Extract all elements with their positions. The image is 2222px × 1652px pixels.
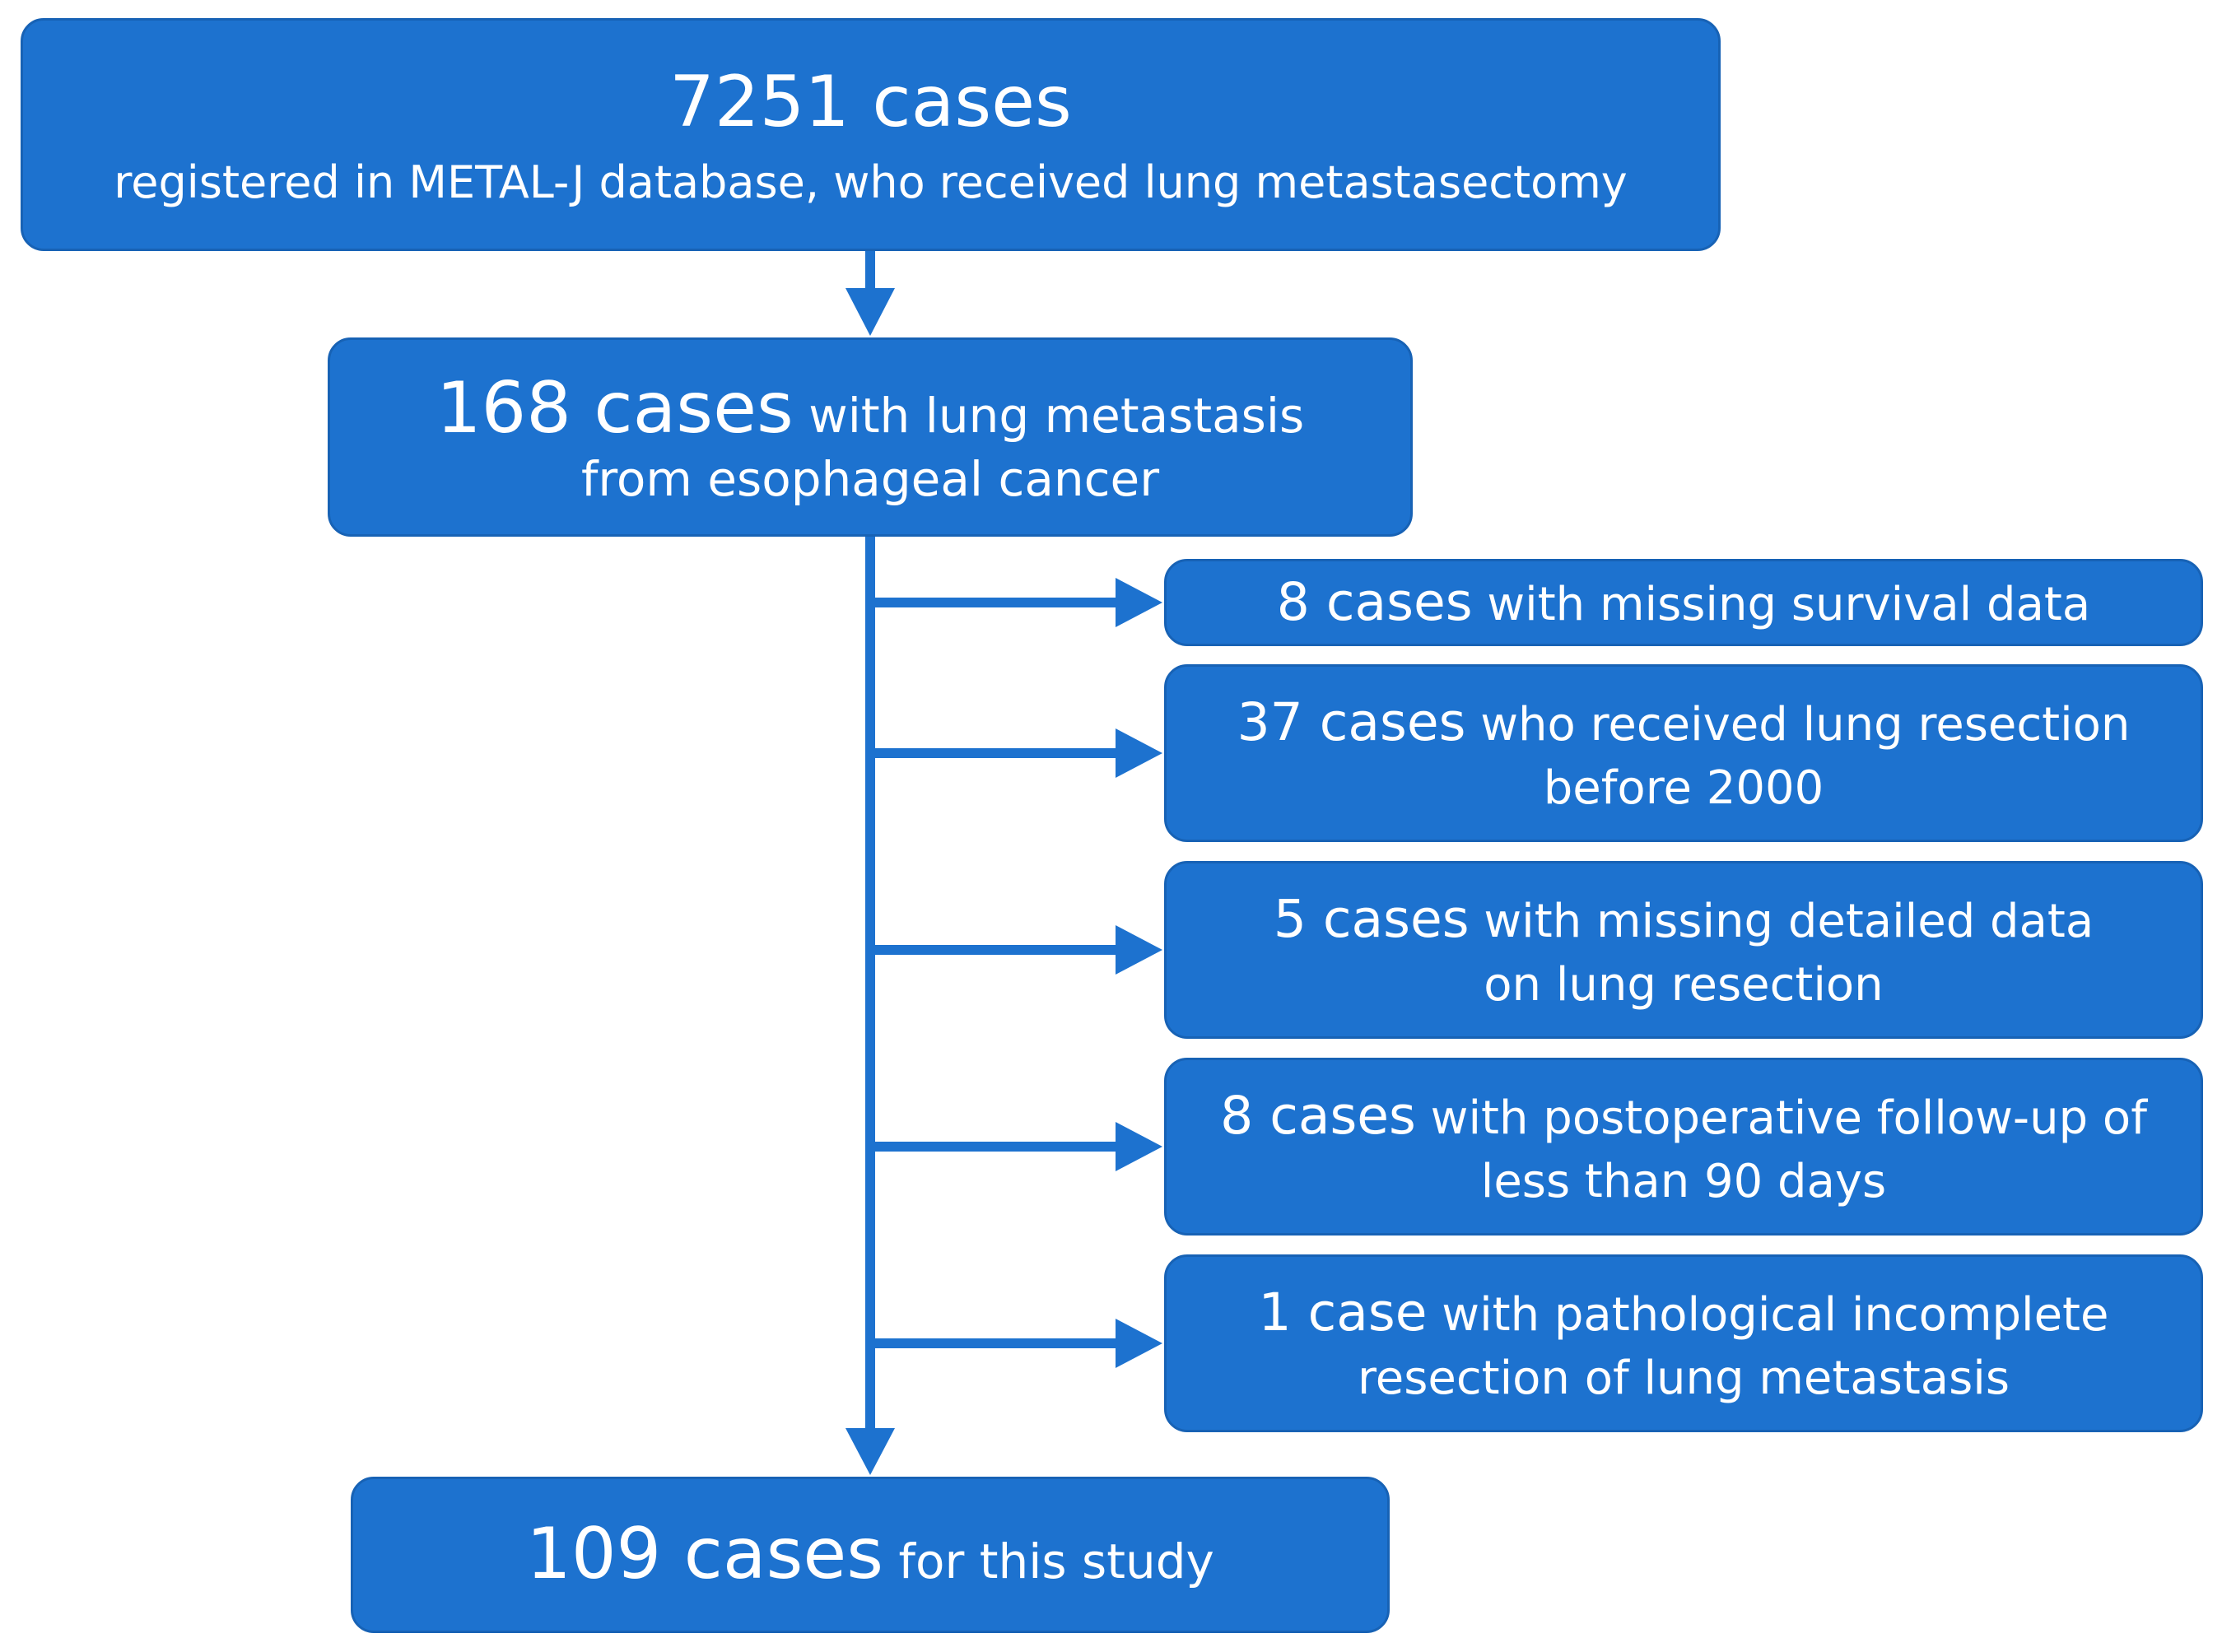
exclusion-line1: who received lung resection (1465, 697, 2131, 752)
arrowhead-right-4 (1116, 1319, 1162, 1368)
box-exclusion-short-followup: 8 cases with postoperative follow-up of … (1164, 1058, 2203, 1236)
exclusion-count: 5 cases (1273, 888, 1470, 949)
exclusion-count: 8 cases (1220, 1085, 1416, 1146)
exclusion-line1: with pathological incomplete (1427, 1287, 2109, 1342)
exclusion-line1: with missing survival data (1472, 578, 2091, 632)
arrowhead-down-1 (845, 288, 895, 336)
exclusion-line1: with postoperative follow-up of (1415, 1091, 2147, 1145)
esophageal-description-line1: with lung metastasis (793, 387, 1305, 444)
exclusion-count: 8 cases (1276, 572, 1473, 633)
box-esophageal-cases: 168 cases with lung metastasis from esop… (328, 337, 1413, 537)
total-count: 7251 cases (669, 60, 1072, 143)
arrowhead-down-2 (845, 1428, 895, 1475)
exclusion-line2: before 2000 (1543, 761, 1824, 815)
arrowhead-right-1 (1116, 728, 1162, 778)
esophageal-count: 168 cases (436, 366, 794, 449)
box-exclusion-missing-survival: 8 cases with missing survival data (1164, 559, 2203, 646)
box-exclusion-missing-detail: 5 cases with missing detailed data on lu… (1164, 861, 2203, 1039)
box-total-cases: 7251 cases registered in METAL-J databas… (21, 18, 1721, 251)
exclusion-line2: less than 90 days (1480, 1154, 1887, 1208)
arrowhead-right-0 (1116, 578, 1162, 627)
box-exclusion-incomplete-resection: 1 case with pathological incomplete rese… (1164, 1254, 2203, 1432)
final-description: for this study (883, 1533, 1214, 1590)
exclusion-line1: with missing detailed data (1469, 894, 2094, 948)
esophageal-description-line2: from esophageal cancer (580, 450, 1160, 507)
final-count: 109 cases (526, 1513, 884, 1596)
arrowhead-right-3 (1116, 1122, 1162, 1171)
exclusion-line2: on lung resection (1484, 957, 1884, 1012)
exclusion-line2: resection of lung metastasis (1357, 1351, 2010, 1405)
arrowhead-right-2 (1116, 925, 1162, 975)
exclusion-count: 1 case (1258, 1282, 1428, 1343)
box-exclusion-before-2000: 37 cases who received lung resection bef… (1164, 664, 2203, 842)
total-description: registered in METAL-J database, who rece… (114, 156, 1628, 208)
exclusion-count: 37 cases (1237, 691, 1466, 752)
box-final-cases: 109 cases for this study (351, 1477, 1390, 1633)
